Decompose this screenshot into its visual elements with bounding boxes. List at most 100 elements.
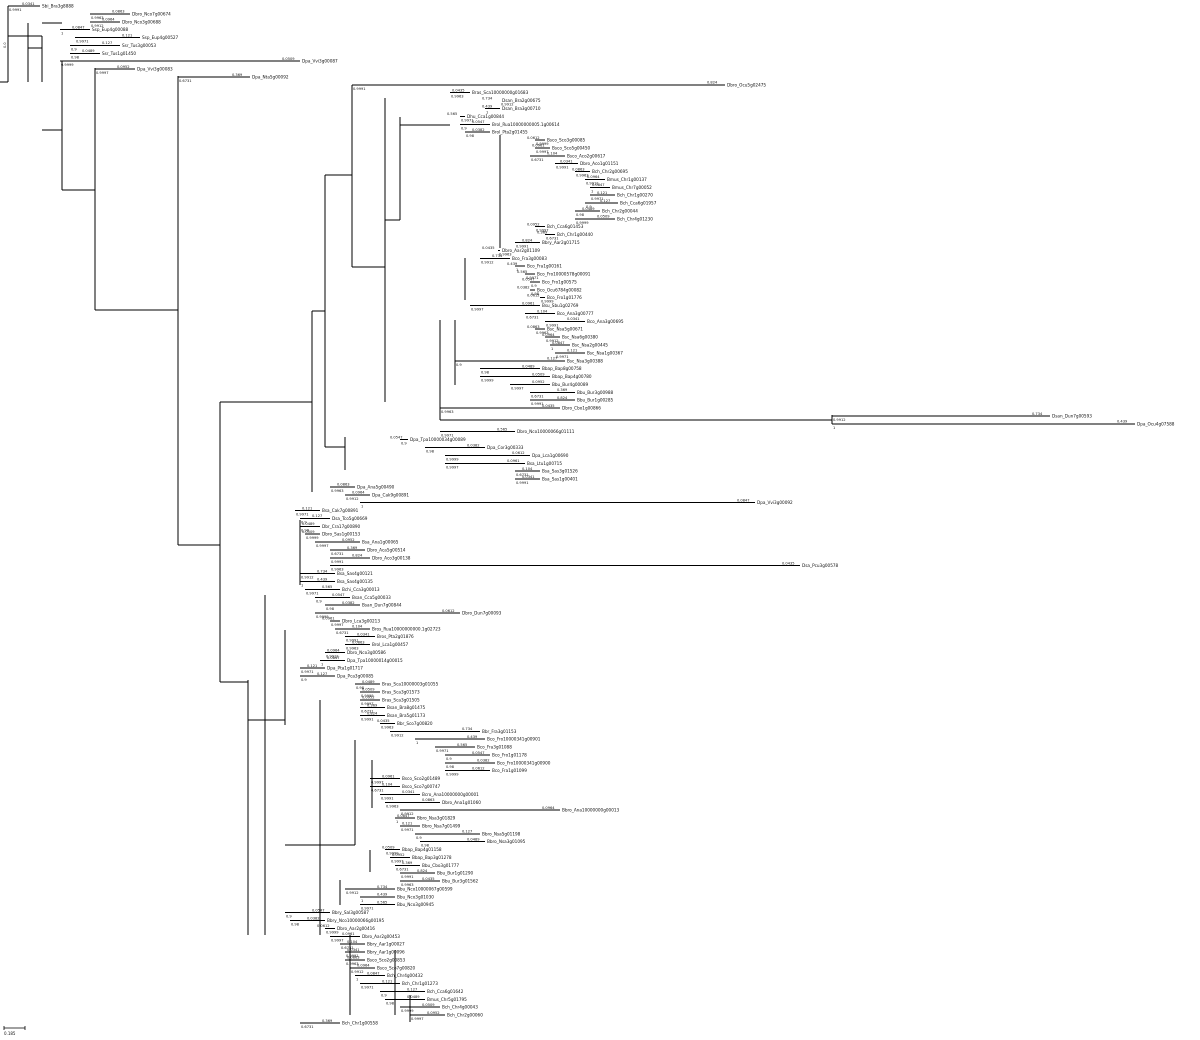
tree-branch-length: 0.439	[507, 262, 518, 266]
tree-branch-length: 0.0961	[322, 617, 335, 621]
tree-branch-length: 0.0952	[342, 538, 355, 542]
tree-leaf-label: Bsan_Dun7g00844	[362, 603, 402, 608]
tree-support-value: 1	[361, 899, 363, 903]
tree-support-value: 0.9	[316, 599, 322, 603]
tree-support-value: 1	[516, 268, 518, 272]
tree-leaf-label: Dpa_Cak9g00891	[372, 492, 409, 497]
tree-leaf-label: Bbro_Nsa3g01095	[487, 839, 526, 844]
tree-leaf-label: Bch_Chr4g01230	[617, 216, 653, 221]
tree-leaf-label: Bch_Cca6g01957	[620, 201, 657, 206]
tree-support-value: 0.9963	[576, 174, 589, 178]
tree-branch-length: 0.0341	[357, 632, 370, 636]
tree-branch-length: 0.0341	[522, 475, 535, 479]
tree-support-value: 0.9991	[361, 718, 374, 722]
tree-branch-length: 0.127	[312, 514, 322, 518]
tree-support-value: 0.6731	[526, 315, 539, 319]
tree-support-value: 0.98	[356, 686, 365, 690]
tree-support-value: 0.6731	[179, 79, 192, 83]
tree-branch-length: 0.0547	[312, 908, 325, 912]
tree-branch-length: 0.0952	[392, 853, 405, 857]
tree-support-value: 0.9971	[461, 118, 474, 122]
tree-support-value: 0.9997	[331, 623, 344, 627]
tree-support-value: 0.6731	[361, 710, 374, 714]
tree-support-value: 0.9	[301, 520, 307, 524]
tree-branch-length: 0.104	[347, 940, 358, 944]
tree-support-value: 0.9997	[331, 938, 344, 942]
tree-support-value: 0.9963	[91, 16, 104, 20]
tree-leaf-label: Bros_Rua10000000000.1g02723	[372, 626, 441, 631]
tree-branch-length: 0.0952	[362, 696, 375, 700]
tree-branch-length: 0.0612	[512, 451, 525, 455]
tree-leaf-label: Dbro_Aar2g01109	[502, 248, 540, 253]
tree-support-value: 1	[301, 584, 303, 588]
tree-branch-length: 0.565	[447, 112, 457, 116]
tree-support-value: 0.9	[381, 993, 387, 997]
tree-support-value: 0.9999	[61, 63, 74, 67]
tree-leaf-label: Bco_Fra1g01099	[492, 768, 527, 773]
tree-support-value: 0.9971	[526, 276, 539, 280]
tree-branch-length: 0.0964	[542, 333, 555, 337]
tree-leaf-label: Dsa_Pcu3g00578	[802, 563, 839, 568]
tree-leaf-label: Bsc_Nsa3g00388	[567, 358, 603, 363]
tree-leaf-label: Dbro_Nco3g00586	[347, 650, 386, 655]
tree-support-value: 0.9997	[446, 465, 459, 469]
tree-branch-length: 0.104	[547, 152, 558, 156]
tree-branch-length: 0.0489	[522, 364, 535, 368]
tree-branch-length: 0.0547	[332, 593, 345, 597]
tree-leaf-label: Bch_Chr2g00060	[447, 1013, 483, 1018]
tree-leaf-label: Dbro_Ana1g01060	[442, 800, 481, 805]
tree-branch-length: 0.369	[322, 1019, 333, 1023]
tree-support-value: 0.9963	[331, 568, 344, 572]
tree-support-value: 0.9997	[316, 544, 329, 548]
tree-leaf-label: Dpa_Ocu4g07588	[1137, 421, 1175, 426]
tree-support-value: 0.98	[301, 528, 310, 532]
tree-leaf-label: Bco_Fro10000341g00901	[487, 737, 541, 742]
tree-support-value: 0.9971	[306, 591, 319, 595]
tree-leaf-label: Bbro_Nsa7g01499	[422, 823, 461, 828]
tree-support-value: 0.9	[71, 47, 77, 51]
tree-branch-length: 0.0964	[542, 806, 555, 810]
tree-branch-length: 0.121	[307, 664, 317, 668]
tree-support-value: 0.9971	[361, 986, 374, 990]
tree-leaf-label: Bsan_Bra8g01475	[387, 705, 426, 710]
tree-leaf-label: Brol_Lca1g00457	[372, 642, 409, 647]
tree-branch-length: 0.104	[537, 309, 548, 313]
tree-branch-length: 0.0382	[307, 916, 320, 920]
tree-leaf-label: Bco_Ana3g00695	[587, 319, 624, 324]
tree-branch-length: 0.824	[522, 238, 533, 242]
tree-leaf-label: Bsco_Aco2g00617	[567, 153, 606, 158]
tree-leaf-label: Bco_Fra1g00161	[527, 264, 562, 269]
tree-leaf-label: Bsco_Sco2g00853	[367, 957, 406, 962]
tree-leaf-label: Dbro_Sas1g00153	[322, 532, 361, 537]
tree-leaf-label: Bbu_Nco3g01030	[397, 894, 434, 899]
tree-branch-length: 0.0847	[552, 341, 565, 345]
tree-branch-length: 0.734	[317, 569, 328, 573]
tree-branch-length: 0.0612	[527, 293, 540, 297]
tree-leaf-label: Brol_Rua10000000005.1g00614	[492, 122, 560, 127]
tree-support-value: 1	[591, 189, 593, 193]
tree-support-value: 0.9991	[381, 796, 394, 800]
tree-leaf-label: Bco_Ana3g00777	[557, 311, 594, 316]
tree-leaf-label: Bbu_Bur1g00285	[577, 398, 614, 403]
tree-support-value: 0.9971	[591, 197, 604, 201]
tree-support-value: 1	[61, 32, 63, 36]
tree-support-value: 0.9997	[536, 150, 549, 154]
tree-branch-length: 0.121	[402, 822, 412, 826]
tree-support-value: 0.9997	[411, 1017, 424, 1021]
tree-support-value: 0.9963	[499, 252, 512, 256]
tree-leaf-label: Bbap_Bap4g01158	[402, 847, 442, 852]
tree-branch-length: 0.121	[382, 979, 392, 983]
tree-leaf-label: Bsco_Sco2g01489	[402, 776, 441, 781]
tree-support-value: 1	[396, 820, 398, 824]
tree-branch-length: 0.0847	[72, 25, 85, 29]
tree-support-value: 0.98	[446, 765, 455, 769]
tree-branch-length: 0.565	[322, 585, 332, 589]
tree-leaf-label: Bsa_Ltu1g00715	[527, 461, 562, 466]
tree-branch-length: 0.565	[497, 428, 507, 432]
tree-labels: Sbi_Bra3g88880.03410.9991Dbro_Nco7g00674…	[9, 2, 1175, 1029]
tree-leaf-label: Bbu_Bur3g00988	[577, 390, 614, 395]
tree-leaf-label: Bras_Sca3g01573	[382, 689, 420, 694]
tree-support-value: 0.9999	[541, 300, 554, 304]
tree-branch-length: 0.127	[547, 357, 557, 361]
tree-leaf-label: Dbro_Dun7g00093	[462, 611, 502, 616]
